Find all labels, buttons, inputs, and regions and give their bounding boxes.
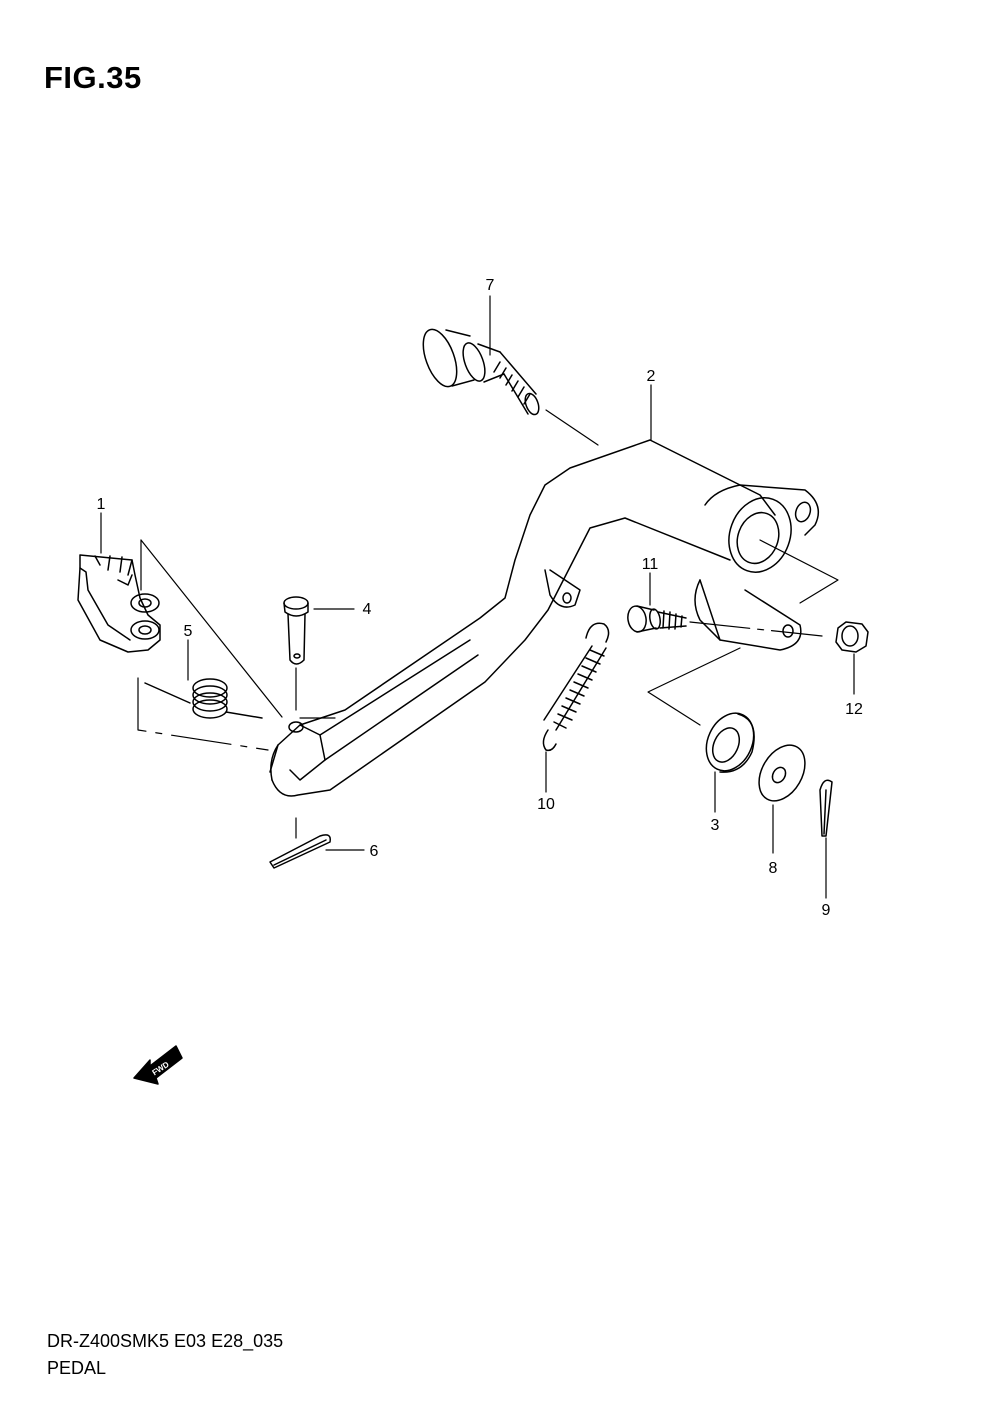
assembly-lines: [100, 295, 855, 899]
callout-12: 12: [845, 701, 863, 718]
callout-3: 3: [711, 817, 720, 834]
rod-bolt-part[interactable]: [626, 605, 687, 634]
nut-part[interactable]: [835, 621, 869, 653]
clevis-pin-part[interactable]: [283, 596, 309, 665]
washer-part[interactable]: [750, 737, 815, 809]
callout-11: 11: [642, 556, 659, 573]
pivot-bolt-part[interactable]: [417, 325, 542, 416]
oil-seal-part[interactable]: [697, 706, 762, 779]
callout-4: 4: [363, 601, 372, 618]
callout-6: 6: [370, 843, 379, 860]
callout-10: 10: [537, 796, 555, 813]
return-spring-part[interactable]: [144, 678, 263, 719]
callout-8: 8: [769, 860, 778, 877]
callout-1: 1: [97, 496, 106, 513]
cotter-pin-upper-part[interactable]: [819, 779, 833, 837]
callout-5: 5: [184, 623, 193, 640]
callout-9: 9: [822, 902, 831, 919]
cotter-pin-lower-part[interactable]: [269, 834, 332, 869]
brake-pedal-arm-part[interactable]: [269, 439, 820, 797]
callout-numbers: 1 2 3 4 5 6 7 8 9 10 11 12: [97, 277, 863, 919]
section-name: PEDAL: [47, 1358, 107, 1378]
pedal-bracket-part[interactable]: [77, 554, 161, 653]
callout-7: 7: [486, 277, 495, 294]
model-code: DR-Z400SMK5 E03 E28_035: [47, 1331, 284, 1351]
figure-title: FIG.35: [44, 60, 142, 95]
extension-spring-part[interactable]: [542, 622, 610, 752]
fwd-arrow-icon: FWD: [133, 1045, 183, 1085]
callout-2: 2: [647, 368, 656, 385]
